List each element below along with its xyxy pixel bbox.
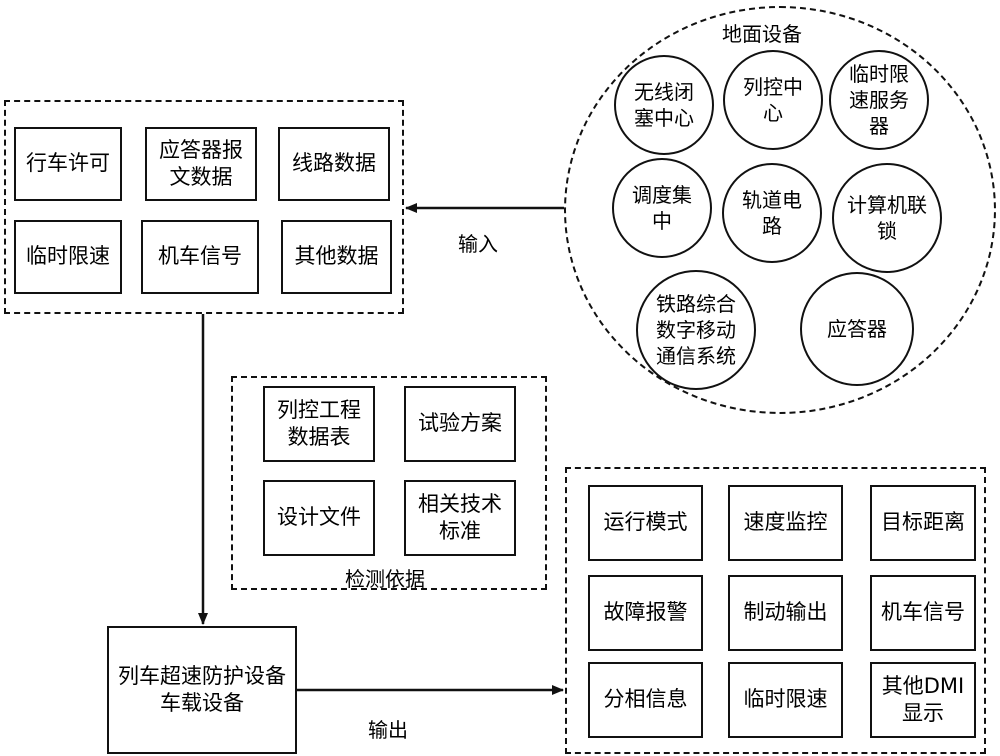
input-data-group	[4, 100, 404, 314]
output-item-other-dmi: 其他DMI 显示	[870, 662, 976, 738]
ground-item-tcc: 列控中 心	[723, 50, 823, 150]
ground-item-track-circuit: 轨道电 路	[722, 163, 822, 263]
basis-item-engineering-table: 列控工程 数据表	[263, 386, 375, 462]
input-item-cab-signal: 机车信号	[141, 220, 259, 294]
basis-item-test-plan: 试验方案	[404, 386, 516, 462]
output-data-group	[565, 467, 986, 754]
ground-item-interlocking: 计算机联 锁	[832, 163, 942, 273]
input-label: 输入	[458, 232, 498, 256]
output-item-brake-output: 制动输出	[728, 575, 843, 651]
output-item-speed-supervision: 速度监控	[728, 485, 843, 561]
test-basis-group	[231, 376, 547, 590]
ground-item-gsmr: 铁路综合 数字移动 通信系统	[636, 270, 756, 390]
ground-item-rbc: 无线闭 塞中心	[614, 55, 714, 155]
test-basis-title: 检测依据	[345, 567, 425, 591]
output-item-fault-alarm: 故障报警	[588, 575, 703, 651]
input-item-temp-speed-limit: 临时限速	[14, 220, 122, 294]
input-item-balise-telegram: 应答器报 文数据	[145, 127, 257, 201]
ground-item-tsrs: 临时限 速服务 器	[829, 50, 929, 150]
onboard-equipment-box: 列车超速防护设备 车载设备	[107, 626, 297, 754]
output-item-cab-signal: 机车信号	[870, 575, 976, 651]
output-label: 输出	[368, 718, 408, 742]
input-item-line-data: 线路数据	[278, 127, 390, 201]
basis-item-tech-standards: 相关技术 标准	[404, 480, 516, 556]
output-item-operation-mode: 运行模式	[588, 485, 703, 561]
output-item-temp-speed-limit: 临时限速	[728, 662, 843, 738]
output-item-target-distance: 目标距离	[870, 485, 976, 561]
input-item-movement-authority: 行车许可	[14, 127, 122, 201]
ground-equipment-group	[564, 6, 996, 414]
ground-item-balise: 应答器	[800, 272, 914, 386]
basis-item-design-docs: 设计文件	[263, 480, 375, 556]
ground-equipment-title: 地面设备	[722, 22, 802, 46]
ground-item-ctc: 调度集 中	[612, 158, 712, 258]
output-item-phase-separation: 分相信息	[588, 662, 703, 738]
input-item-other-data: 其他数据	[281, 220, 392, 294]
